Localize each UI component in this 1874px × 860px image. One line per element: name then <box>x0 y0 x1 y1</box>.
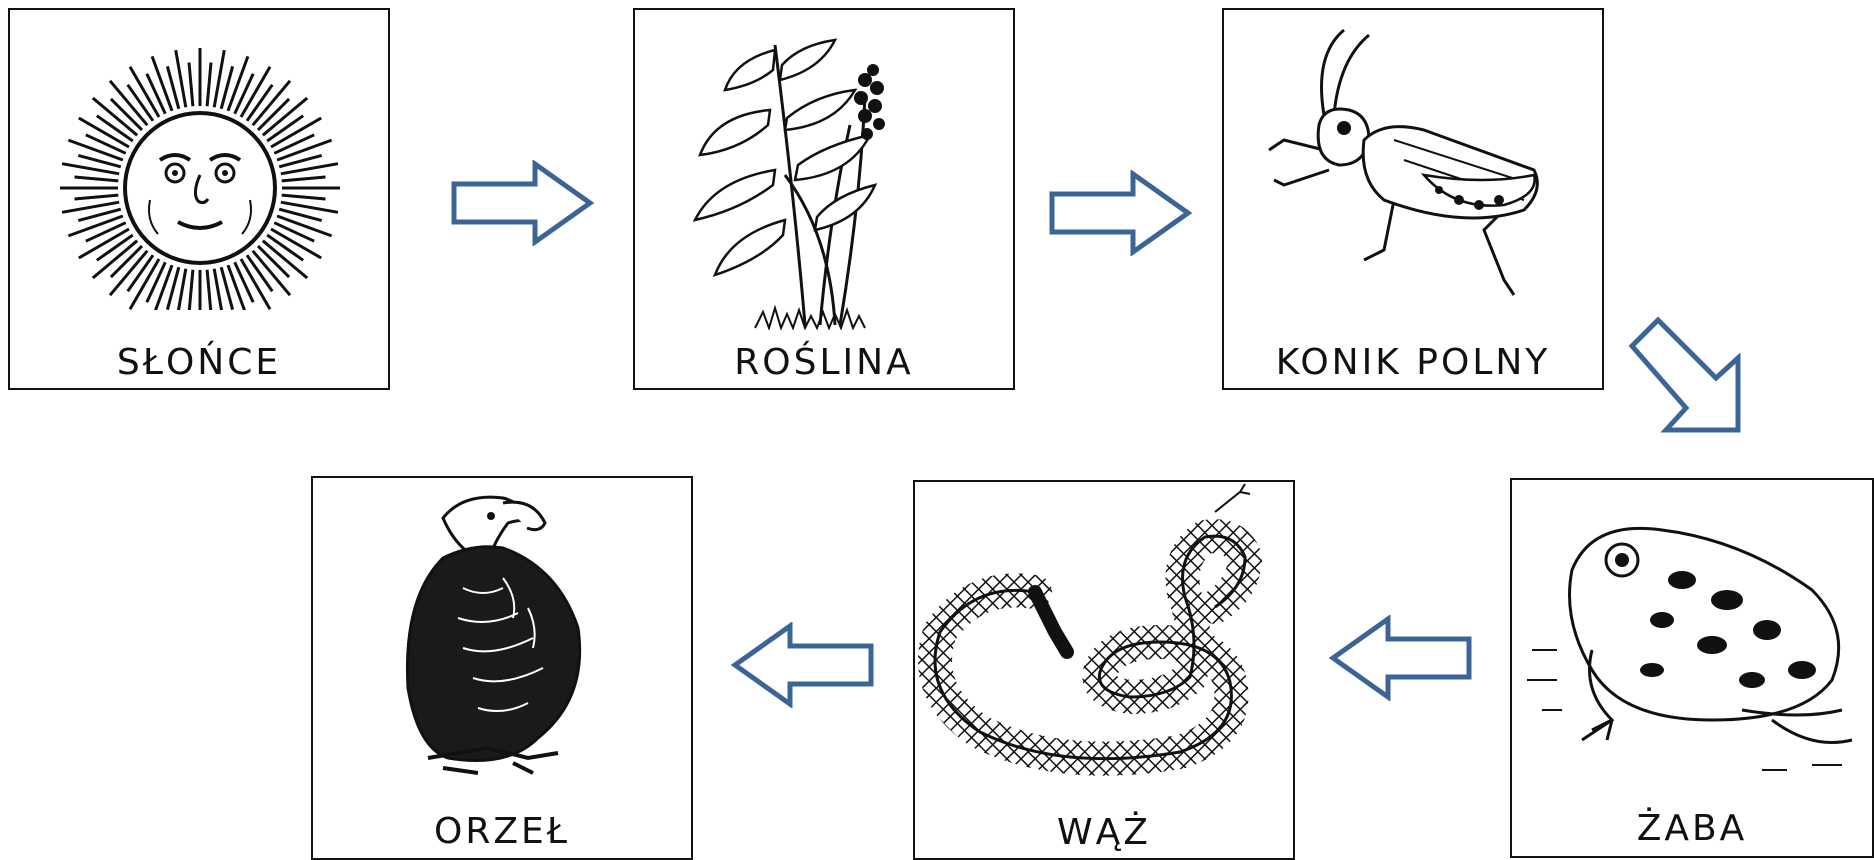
sun-ray <box>228 56 248 111</box>
sun-ray <box>282 195 326 199</box>
sun-ray <box>235 262 254 302</box>
arrow-left-icon <box>730 622 875 708</box>
node-label: KONIK POLNY <box>1224 342 1602 383</box>
node-label: ROŚLINA <box>635 342 1013 383</box>
node-plant: ROŚLINA <box>633 8 1015 390</box>
sun-ray <box>75 195 119 199</box>
sun-ray <box>152 56 172 111</box>
eagle-icon <box>313 478 691 788</box>
node-label: ŻABA <box>1512 808 1872 849</box>
sun-ray <box>86 135 126 154</box>
sun-ray <box>68 216 123 236</box>
fern-plant-icon <box>635 10 1013 330</box>
node-frog: ŻABA <box>1510 478 1874 858</box>
sun-ray <box>68 140 123 160</box>
sun-ray <box>147 262 166 302</box>
arrow-right-icon <box>1048 170 1193 256</box>
node-snake: WĄŻ <box>913 480 1295 860</box>
sun-ray <box>277 140 332 160</box>
sun-ray <box>189 270 193 310</box>
frog-icon <box>1512 480 1874 780</box>
sun-ray <box>274 223 314 242</box>
sun-ray <box>189 63 193 107</box>
sun-face-icon <box>10 10 388 310</box>
node-sun: SŁOŃCE <box>8 8 390 390</box>
node-grasshopper: KONIK POLNY <box>1222 8 1604 390</box>
arrow-right-icon <box>450 160 595 246</box>
node-label: ORZEŁ <box>313 811 691 852</box>
sun-ray <box>207 270 211 310</box>
sun-ray <box>274 135 314 154</box>
node-label: WĄŻ <box>915 812 1293 853</box>
sun-ray <box>235 74 254 114</box>
arrow-left-icon <box>1328 615 1473 701</box>
node-label: SŁOŃCE <box>10 342 388 383</box>
sun-ray <box>282 177 326 181</box>
sun-ray <box>207 63 211 107</box>
grasshopper-icon <box>1224 10 1602 330</box>
sun-ray <box>147 74 166 114</box>
sun-ray <box>277 216 332 236</box>
snake-icon <box>915 482 1293 782</box>
sun-ray <box>75 177 119 181</box>
arrow-down-right-icon <box>1624 312 1749 437</box>
node-eagle: ORZEŁ <box>311 476 693 860</box>
sun-ray <box>86 223 126 242</box>
